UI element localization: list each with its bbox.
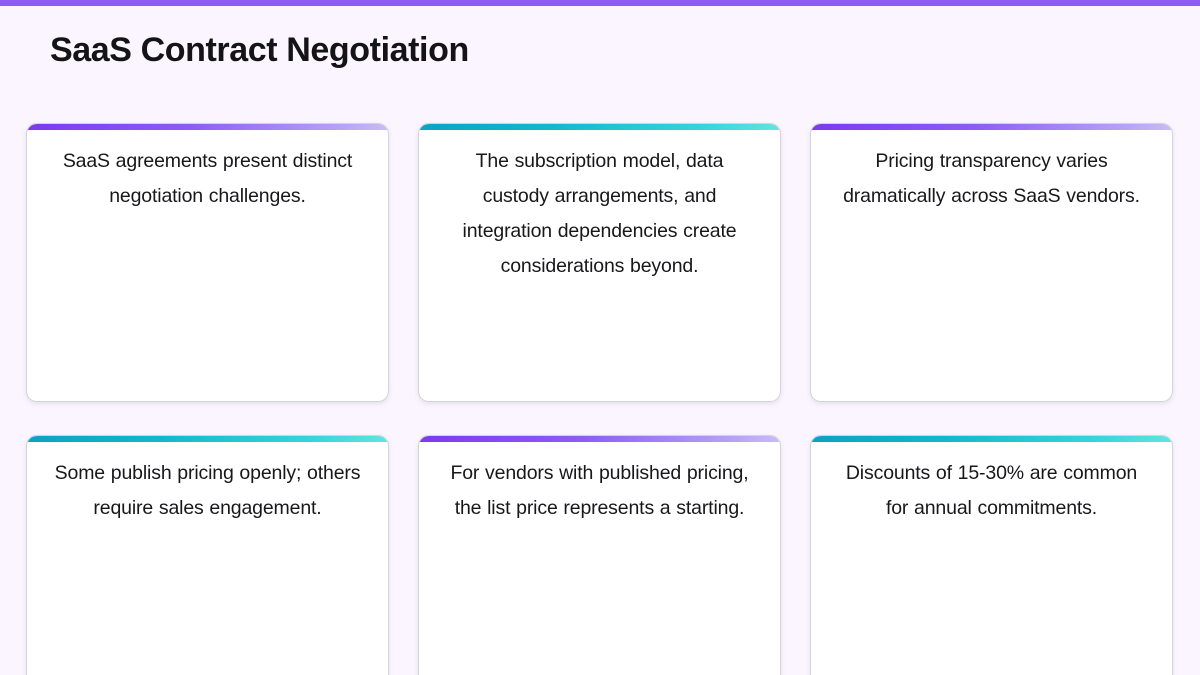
card-item[interactable]: Pricing transparency varies dramatically… <box>810 123 1173 402</box>
page-title: SaaS Contract Negotiation <box>50 31 469 69</box>
card-body: The subscription model, data custody arr… <box>419 130 780 401</box>
card-item[interactable]: Some publish pricing openly; others requ… <box>26 435 389 675</box>
card-text: Pricing transparency varies dramatically… <box>843 150 1140 207</box>
card-accent-bar <box>27 124 388 130</box>
card-accent-bar <box>811 436 1172 442</box>
card-body: SaaS agreements present distinct negotia… <box>27 130 388 401</box>
card-body: Some publish pricing openly; others requ… <box>27 442 388 675</box>
card-accent-bar <box>419 436 780 442</box>
card-item[interactable]: For vendors with published pricing, the … <box>418 435 781 675</box>
card-body: Pricing transparency varies dramatically… <box>811 130 1172 401</box>
card-body: Discounts of 15-30% are common for annua… <box>811 442 1172 675</box>
card-text: For vendors with published pricing, the … <box>450 462 749 519</box>
card-body: For vendors with published pricing, the … <box>419 442 780 675</box>
card-item[interactable]: Discounts of 15-30% are common for annua… <box>810 435 1173 675</box>
top-accent-bar <box>0 0 1200 6</box>
card-text: The subscription model, data custody arr… <box>462 150 737 277</box>
card-accent-bar <box>419 124 780 130</box>
card-accent-bar <box>27 436 388 442</box>
card-item[interactable]: The subscription model, data custody arr… <box>418 123 781 402</box>
card-text: SaaS agreements present distinct negotia… <box>62 150 353 207</box>
card-accent-bar <box>811 124 1172 130</box>
card-item[interactable]: SaaS agreements present distinct negotia… <box>26 123 389 402</box>
card-text: Discounts of 15-30% are common for annua… <box>845 462 1138 519</box>
card-grid: SaaS agreements present distinct negotia… <box>26 123 1174 675</box>
card-text: Some publish pricing openly; others requ… <box>54 462 361 519</box>
